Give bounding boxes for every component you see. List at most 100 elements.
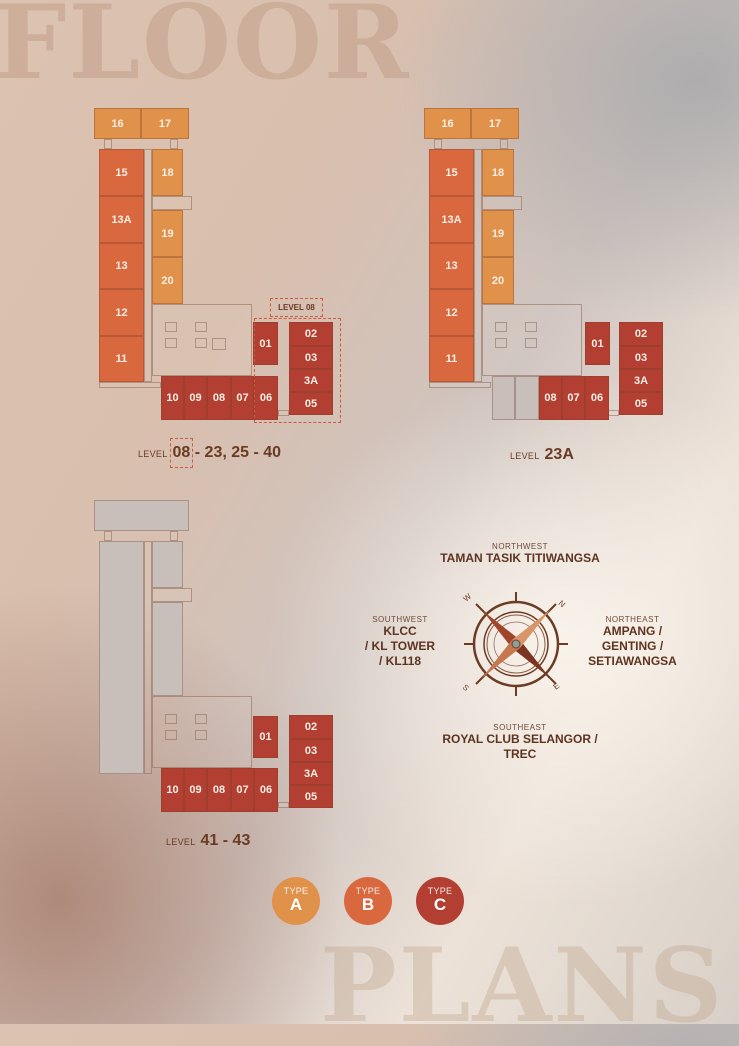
direction-heading: NORTHWEST <box>492 542 548 551</box>
compass-n-label: N <box>557 599 567 610</box>
unit-07[interactable]: 07 <box>231 768 254 812</box>
unit-09[interactable]: 09 <box>184 768 207 812</box>
stair-core <box>152 196 192 210</box>
unit-06[interactable]: 06 <box>585 376 609 420</box>
level-range: 41 - 43 <box>200 832 251 849</box>
lift <box>165 322 177 332</box>
bridge <box>278 410 289 416</box>
unit-06[interactable]: 06 <box>254 768 278 812</box>
direction-place-line: AMPANG / <box>602 624 663 638</box>
bridge <box>170 139 178 149</box>
bridge <box>104 531 112 541</box>
unit-17[interactable]: 17 <box>141 108 189 139</box>
lift <box>165 730 177 740</box>
common-area <box>492 376 515 420</box>
unit-02[interactable]: 02 <box>289 715 333 739</box>
lift <box>195 338 207 348</box>
unit-10[interactable]: 10 <box>161 768 184 812</box>
direction-place: TAMAN TASIK TITIWANGSA <box>440 551 600 565</box>
unit-13a[interactable]: 13A <box>429 196 474 243</box>
corridor <box>144 541 152 774</box>
direction-place-line: SETIAWANGSA <box>588 654 677 668</box>
unit-11[interactable]: 11 <box>99 336 144 382</box>
corridor <box>474 149 482 382</box>
unit-10[interactable]: 10 <box>161 376 184 420</box>
unit-02[interactable]: 02 <box>619 322 663 346</box>
direction-place-line: TREC <box>503 747 537 761</box>
unit-03[interactable]: 03 <box>289 346 333 369</box>
unit-3a[interactable]: 3A <box>289 369 333 392</box>
direction-place-line: / KL118 <box>378 654 422 668</box>
unit-08[interactable]: 08 <box>539 376 562 420</box>
unit-01[interactable]: 01 <box>253 322 278 365</box>
unit-12[interactable]: 12 <box>429 289 474 336</box>
direction-place-line: / KL TOWER <box>364 639 436 653</box>
common-area <box>515 376 539 420</box>
unit-01[interactable]: 01 <box>253 716 278 758</box>
legend-type-label: TYPE <box>283 886 309 896</box>
plans-title-word: PLANS <box>320 926 725 1046</box>
unit-05[interactable]: 05 <box>289 392 333 415</box>
unit-13[interactable]: 13 <box>99 243 144 289</box>
unit-3a[interactable]: 3A <box>619 369 663 392</box>
direction-southeast: SOUTHEAST ROYAL CLUB SELANGOR / TREC <box>400 723 640 762</box>
unit-08[interactable]: 08 <box>207 376 231 420</box>
direction-heading: SOUTHWEST <box>372 615 428 624</box>
unit-20[interactable]: 20 <box>482 257 514 304</box>
unit-09[interactable]: 09 <box>184 376 207 420</box>
unit-16[interactable]: 16 <box>424 108 471 139</box>
unit-18[interactable]: 18 <box>152 149 183 196</box>
floor-plan-level-08-40: 16 17 15 13A 13 12 11 18 19 20 01 02 03 … <box>94 108 341 468</box>
corridor <box>144 149 152 382</box>
level-prefix: LEVEL <box>166 837 196 847</box>
unit-19[interactable]: 19 <box>152 210 183 257</box>
penthouse-block <box>152 602 183 696</box>
level-prefix: LEVEL <box>138 449 168 459</box>
unit-20[interactable]: 20 <box>152 257 183 304</box>
compass-e-label: E <box>552 681 562 691</box>
unit-16[interactable]: 16 <box>94 108 141 139</box>
level-08-highlight-zone <box>254 318 341 423</box>
unit-19[interactable]: 19 <box>482 210 514 257</box>
unit-15[interactable]: 15 <box>429 149 474 196</box>
legend-type-label: TYPE <box>427 886 453 896</box>
unit-07[interactable]: 07 <box>231 376 254 420</box>
stair-core <box>152 588 192 602</box>
penthouse-block <box>94 500 189 531</box>
compass-rose-icon: N W E S <box>458 588 578 698</box>
unit-05[interactable]: 05 <box>289 785 333 808</box>
lift <box>525 322 537 332</box>
level-highlight: 08 <box>169 438 194 468</box>
legend-type-b: TYPE B <box>344 877 392 925</box>
unit-05[interactable]: 05 <box>619 392 663 415</box>
lift <box>195 730 207 740</box>
service-core <box>152 696 252 768</box>
unit-03[interactable]: 03 <box>619 346 663 369</box>
lift <box>495 338 507 348</box>
legend-type-c: TYPE C <box>416 877 464 925</box>
unit-01[interactable]: 01 <box>585 322 610 365</box>
legend-type-a: TYPE A <box>272 877 320 925</box>
legend-type-letter: B <box>361 895 375 914</box>
bridge <box>278 802 289 808</box>
unit-06[interactable]: 06 <box>254 376 278 420</box>
unit-13[interactable]: 13 <box>429 243 474 289</box>
unit-15[interactable]: 15 <box>99 149 144 196</box>
unit-07[interactable]: 07 <box>562 376 585 420</box>
unit-17[interactable]: 17 <box>471 108 519 139</box>
direction-heading: NORTHEAST <box>605 615 660 624</box>
unit-18[interactable]: 18 <box>482 149 514 196</box>
unit-3a[interactable]: 3A <box>289 762 333 785</box>
level-range: 23A <box>544 446 574 463</box>
lift <box>165 714 177 724</box>
unit-02[interactable]: 02 <box>289 322 333 346</box>
unit-11[interactable]: 11 <box>429 336 474 382</box>
lift <box>195 714 207 724</box>
unit-08[interactable]: 08 <box>207 768 231 812</box>
lift <box>195 322 207 332</box>
level-prefix: LEVEL <box>510 451 540 461</box>
unit-03[interactable]: 03 <box>289 739 333 762</box>
direction-place-line: KLCC <box>383 624 417 638</box>
unit-12[interactable]: 12 <box>99 289 144 336</box>
unit-13a[interactable]: 13A <box>99 196 144 243</box>
